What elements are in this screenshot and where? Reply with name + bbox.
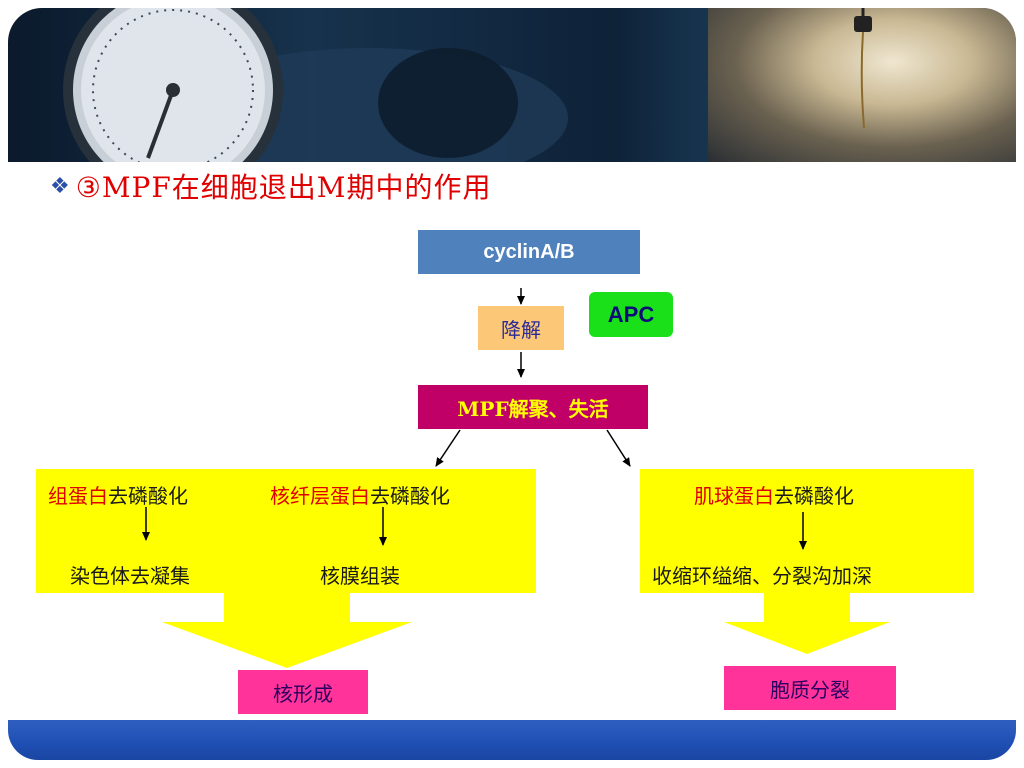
funnel-arrow-right bbox=[724, 593, 890, 654]
arrow-mpf-to-left bbox=[435, 429, 461, 467]
label-histone: 组蛋白去磷酸化 bbox=[48, 480, 188, 509]
gauge-illustration bbox=[63, 8, 872, 162]
panel-cytoplasmic-events bbox=[640, 469, 974, 593]
label-chromatin: 染色体去凝集 bbox=[70, 564, 190, 588]
result-cytokinesis: 胞质分裂 bbox=[724, 666, 896, 710]
result-nucleus: 核形成 bbox=[238, 670, 368, 714]
node-apc: APC bbox=[589, 292, 673, 337]
arrow-mpf-to-right bbox=[606, 429, 631, 467]
label-envelope: 核膜组装 bbox=[320, 564, 400, 588]
funnel-arrow-left bbox=[162, 593, 412, 668]
label-histone-dephos: 去磷酸化 bbox=[108, 484, 188, 508]
label-myosin-protein: 肌球蛋白 bbox=[694, 484, 774, 508]
node-degrade: 降解 bbox=[478, 306, 564, 350]
label-myosin-dephos: 去磷酸化 bbox=[774, 484, 854, 508]
diamond-bullet-icon: ❖ bbox=[50, 173, 70, 199]
label-lamin-dephos: 去磷酸化 bbox=[370, 484, 450, 508]
label-lamin: 核纤层蛋白去磷酸化 bbox=[270, 480, 450, 509]
footer-bar bbox=[8, 720, 1016, 760]
node-mpf: MPF解聚、失活 bbox=[418, 385, 648, 429]
label-histone-protein: 组蛋白 bbox=[48, 484, 108, 508]
slide-title: ❖ ③MPF在细胞退出M期中的作用 bbox=[50, 166, 491, 206]
label-lamin-protein: 核纤层蛋白 bbox=[270, 484, 370, 508]
panel-nuclear-events bbox=[36, 469, 536, 593]
node-cyclin: cyclinA/B bbox=[418, 230, 640, 274]
label-myosin: 肌球蛋白去磷酸化 bbox=[694, 480, 854, 509]
label-contractile: 收缩环缢缩、分裂沟加深 bbox=[652, 564, 872, 588]
header-banner bbox=[8, 8, 1016, 162]
slide-title-text: ③MPF在细胞退出M期中的作用 bbox=[75, 171, 492, 204]
